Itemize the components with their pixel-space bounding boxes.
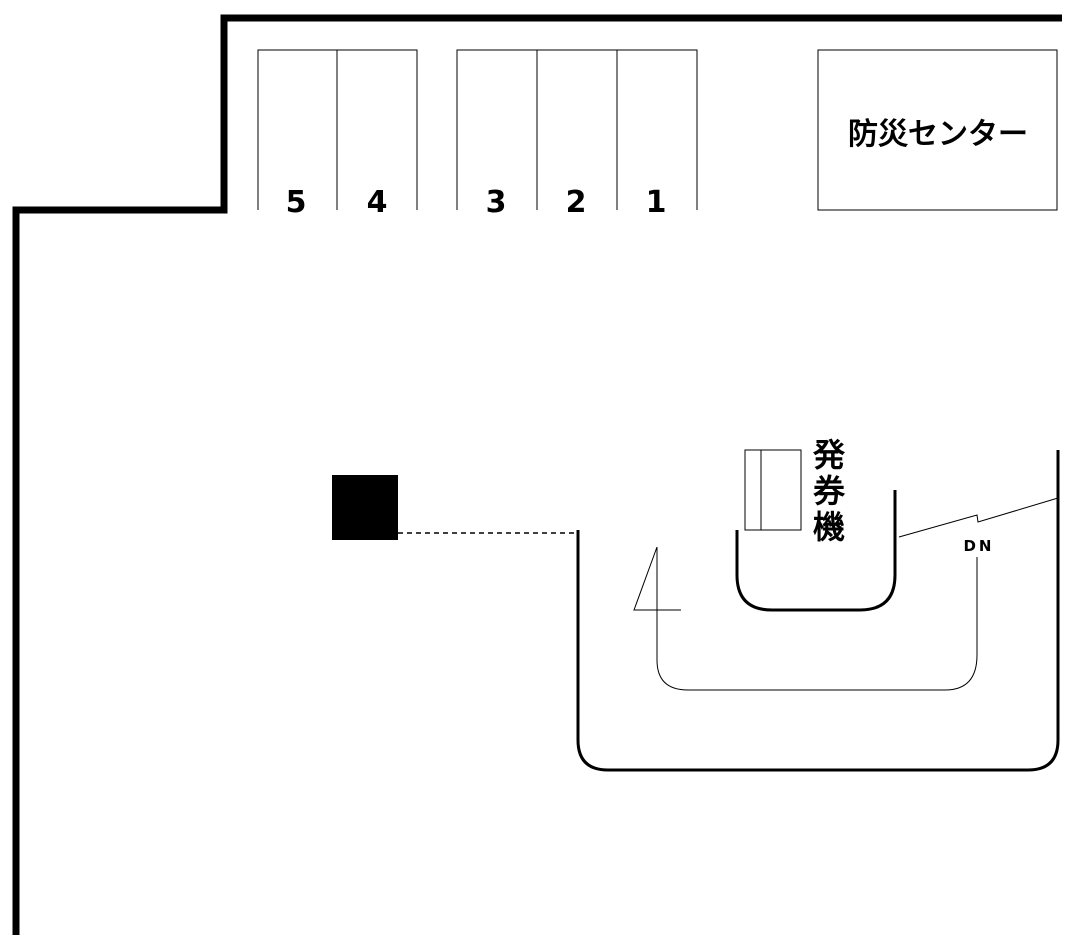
arrow-head-icon — [633, 546, 681, 611]
stall-number-4: 4 — [367, 185, 388, 220]
stall-number-5: 5 — [286, 185, 307, 220]
stall-number-1: 1 — [646, 185, 667, 220]
ticket-machine-label-2: 券 — [813, 472, 846, 510]
stall-number-2: 2 — [566, 185, 587, 220]
ramp-break-line — [898, 497, 1059, 538]
parking-stalls-right — [456, 49, 698, 210]
down-label: DN — [963, 537, 994, 555]
pillar — [332, 475, 398, 540]
ticket-machine — [744, 449, 802, 531]
disaster-center-label: 防災センター — [848, 117, 1028, 152]
disaster-center-room — [817, 49, 1058, 211]
stall-number-3: 3 — [486, 185, 507, 220]
inner-ramp-wall — [735, 490, 897, 612]
ticket-machine-label-1: 発 — [812, 436, 846, 474]
outer-ramp-wall — [576, 450, 1060, 772]
outer-wall — [12, 14, 1062, 935]
ticket-machine-label-3: 機 — [813, 508, 845, 546]
parking-stalls-left — [257, 49, 418, 210]
route-line — [656, 547, 978, 691]
